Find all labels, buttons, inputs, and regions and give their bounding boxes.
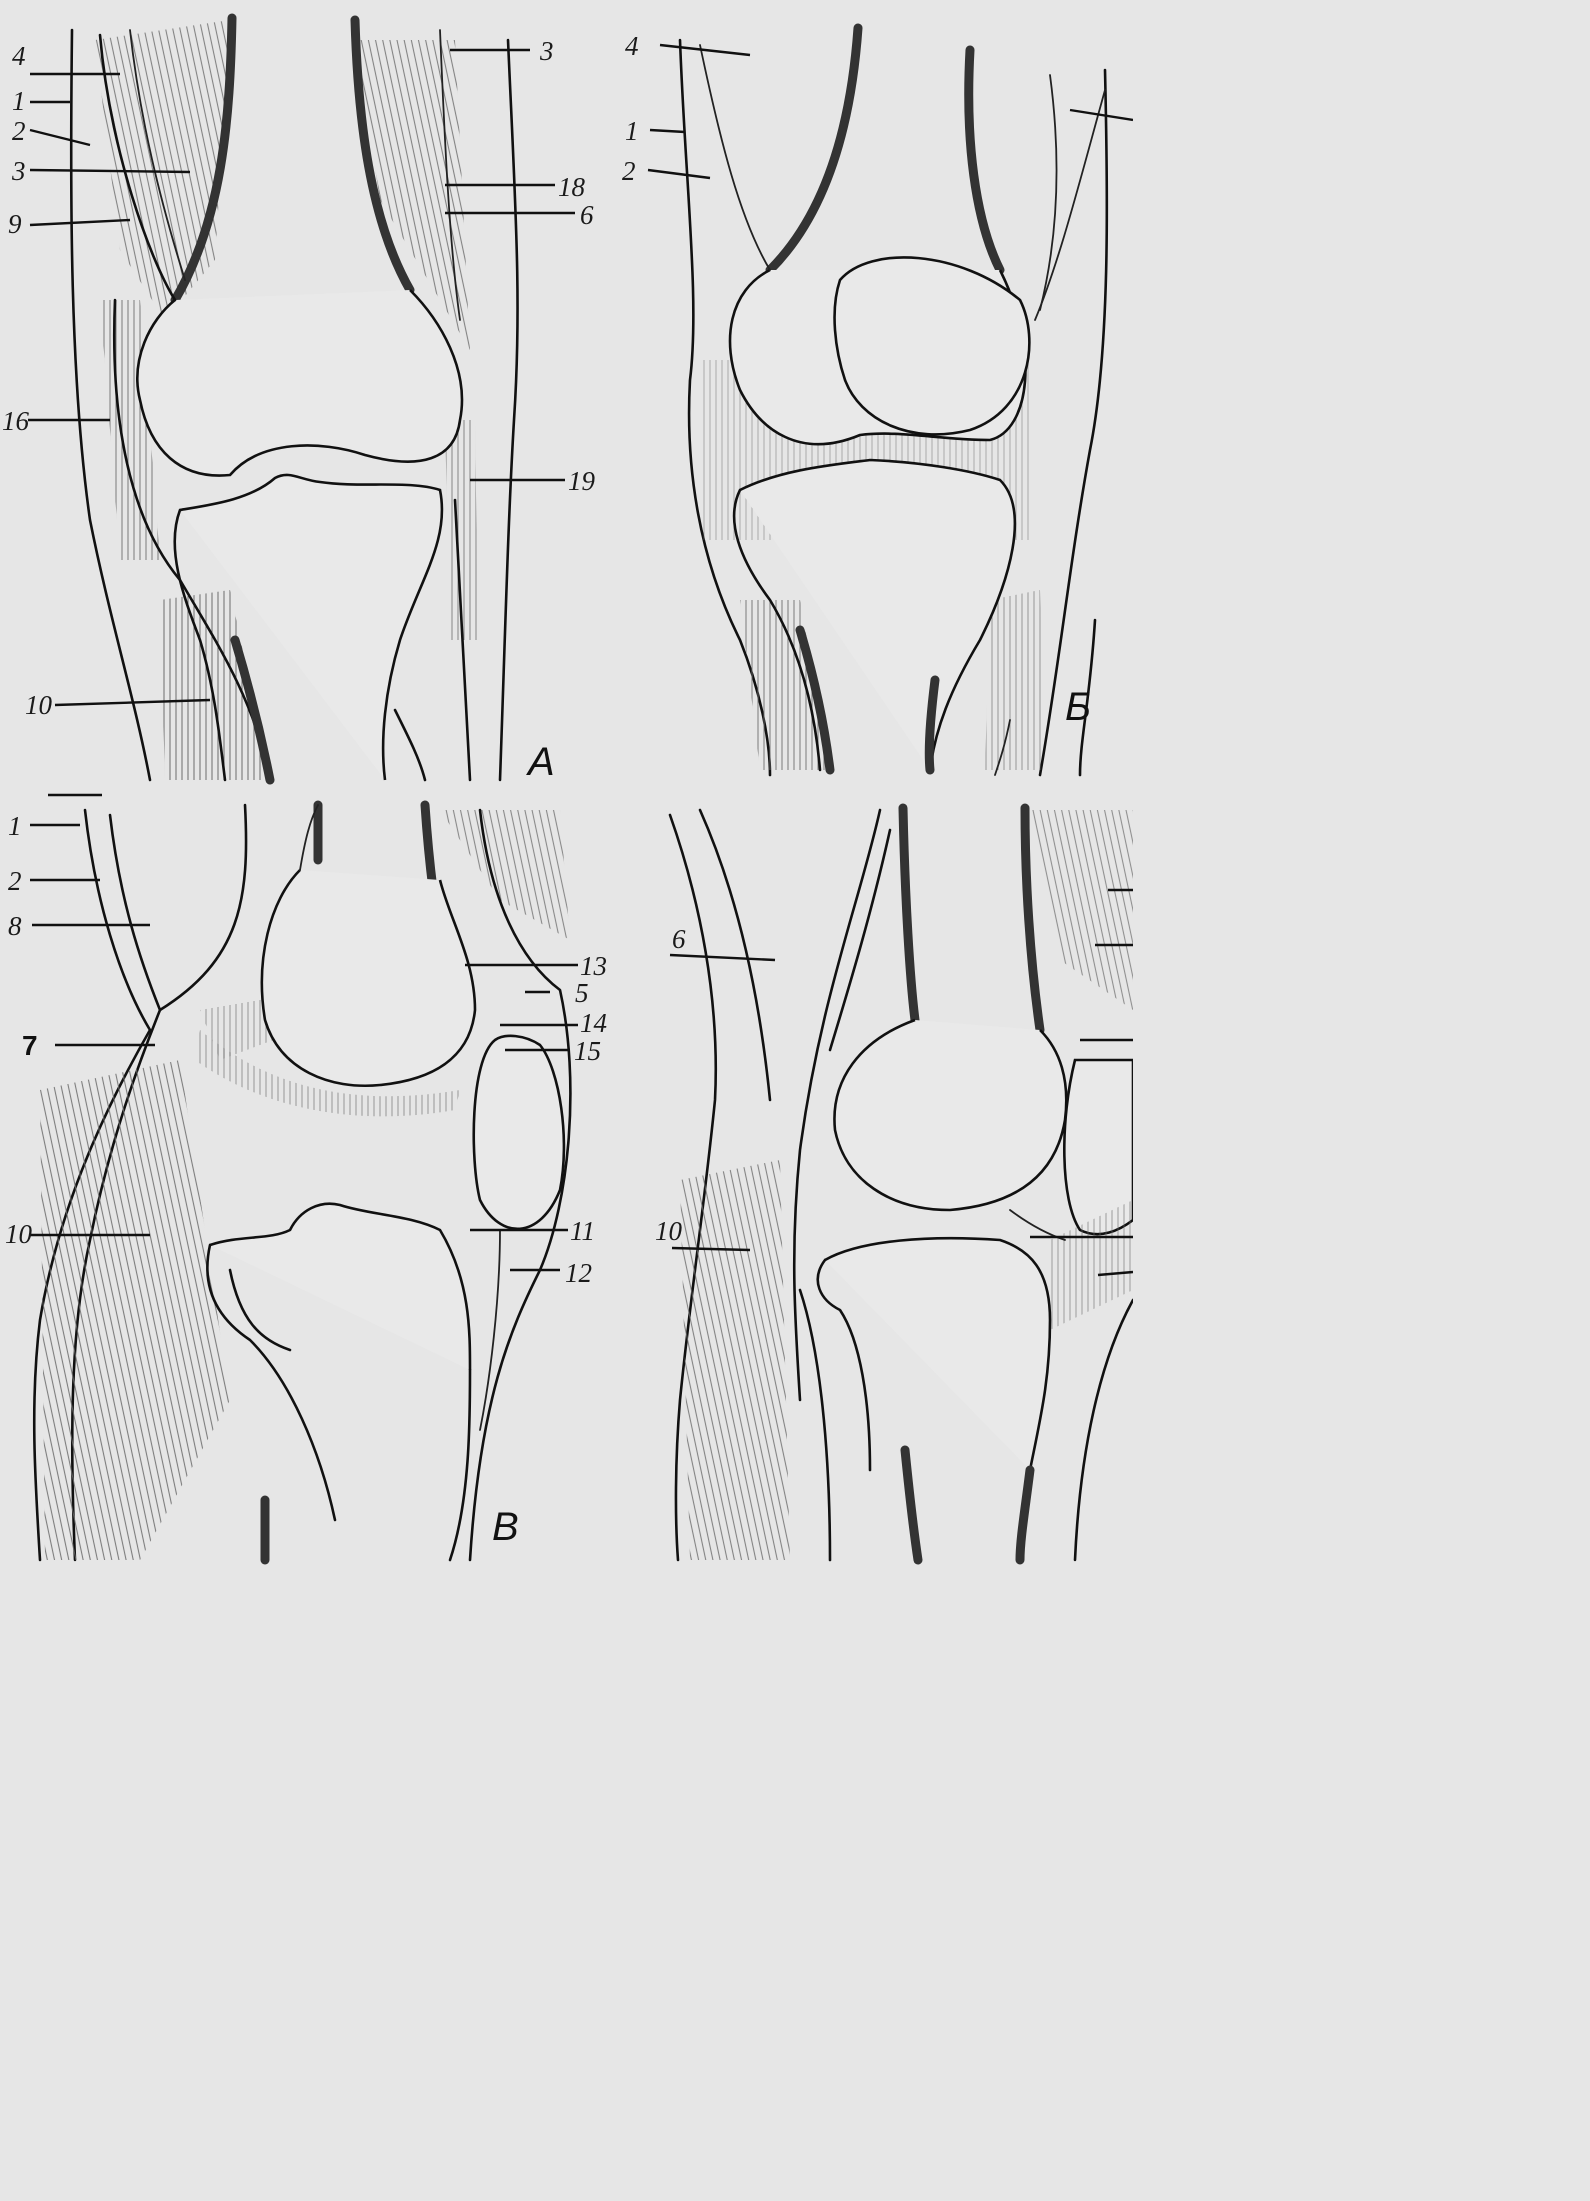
label-a-2: 2 (12, 116, 26, 146)
label-v-15: 15 (574, 1036, 601, 1066)
label-g-6: 6 (672, 924, 686, 954)
label-b-1: 1 (625, 116, 639, 146)
label-a-3: 3 (11, 156, 26, 186)
label-v-7: 7 (22, 1030, 38, 1061)
panel-g: 6 10 (655, 808, 1133, 1560)
label-v-8: 8 (8, 911, 22, 941)
panel-v: 1 2 8 7 10 13 5 14 15 11 12 В (5, 795, 607, 1560)
label-v-10: 10 (5, 1219, 33, 1249)
label-b-4: 4 (625, 31, 639, 61)
label-a-3-right: 3 (539, 36, 554, 66)
label-v-2: 2 (8, 866, 22, 896)
label-a-1: 1 (12, 86, 26, 116)
panel-a: 4 1 2 3 9 16 10 3 18 6 19 А (2, 18, 596, 784)
knee-anatomy-figure: 4 1 2 3 9 16 10 3 18 6 19 А (0, 0, 1133, 1572)
panel-letter-b: Б (1065, 685, 1091, 729)
label-v-13: 13 (580, 951, 607, 981)
label-a-10: 10 (25, 690, 53, 720)
label-v-14: 14 (580, 1008, 607, 1038)
label-a-6: 6 (580, 200, 594, 230)
label-a-9: 9 (8, 209, 22, 239)
label-a-16: 16 (2, 406, 30, 436)
label-v-12: 12 (565, 1258, 592, 1288)
label-v-5: 5 (575, 978, 589, 1008)
label-b-2: 2 (622, 156, 636, 186)
label-g-10: 10 (655, 1216, 683, 1246)
label-v-11: 11 (570, 1216, 595, 1246)
panel-letter-a: А (526, 740, 555, 784)
label-v-1: 1 (8, 811, 22, 841)
panel-b: 4 1 2 Б (622, 28, 1133, 775)
label-a-4: 4 (12, 41, 26, 71)
label-a-19: 19 (568, 466, 596, 496)
label-a-18: 18 (558, 172, 586, 202)
panel-letter-v: В (492, 1505, 519, 1549)
